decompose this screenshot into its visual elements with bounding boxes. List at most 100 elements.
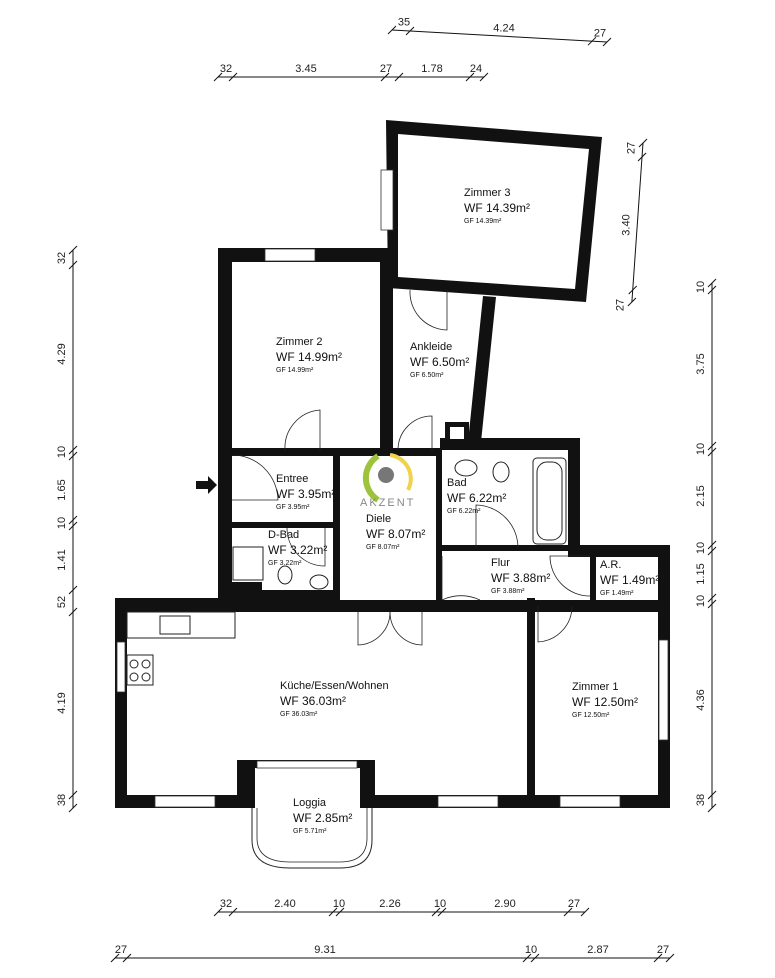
- room-wf-area: WF 2.85m²: [293, 811, 352, 825]
- windows: [116, 169, 669, 808]
- dimension-tick: [68, 445, 78, 455]
- dimension-label: 4.19: [56, 692, 68, 713]
- room-name: Diele: [366, 513, 391, 525]
- room-wf-area: WF 12.50m²: [572, 695, 638, 709]
- dimension-tick: [707, 593, 717, 603]
- dimension-label: 1.65: [56, 479, 68, 500]
- room-gf-area: GF 6.22m²: [447, 508, 481, 515]
- dimension-tick: [602, 37, 612, 47]
- room-gf-area: GF 8.07m²: [366, 544, 400, 551]
- dimension-right_diagonal: 27 3.40 27: [615, 138, 648, 311]
- dimension-label: 3.45: [295, 63, 316, 75]
- dimension-tick: [707, 441, 717, 451]
- dimension-tick: [405, 26, 415, 36]
- room-gf-area: GF 3.95m²: [276, 504, 310, 511]
- dimension-label: 2.90: [494, 898, 515, 910]
- dimension-tick: [665, 953, 675, 963]
- toilet-icon: [492, 461, 510, 483]
- room-wf-area: WF 14.99m²: [276, 350, 342, 364]
- dimension-label: 2.40: [274, 898, 295, 910]
- washbasin-icon: [454, 459, 478, 477]
- door-kueche-right: [389, 611, 423, 646]
- room-gf-area: GF 3.88m²: [491, 588, 525, 595]
- room-gf-area: GF 5.71m²: [293, 828, 327, 835]
- dimension-label: 27: [594, 28, 606, 40]
- dimension-tick: [68, 515, 78, 525]
- dimension-label: 2.15: [695, 485, 707, 506]
- dimension-tick: [637, 152, 647, 162]
- dimension-label: 32: [220, 63, 232, 75]
- room-wf-area: WF 3.22m²: [268, 543, 327, 557]
- room-gf-area: GF 36.03m²: [280, 711, 318, 718]
- dimension-tick: [627, 297, 637, 307]
- dimension-label: 27: [657, 944, 669, 956]
- room-wf-area: WF 3.95m²: [276, 487, 335, 501]
- dimension-tick: [110, 953, 120, 963]
- door-ar: [549, 555, 591, 597]
- dimension-label: 10: [56, 517, 68, 529]
- dbad-washbasin-icon: [309, 574, 329, 590]
- dimension-label: 32: [56, 252, 68, 264]
- room-wf-area: WF 36.03m²: [280, 694, 346, 708]
- loggia-balustrade: [251, 808, 373, 869]
- dimension-tick: [707, 790, 717, 800]
- dimension-label: 1.78: [421, 63, 442, 75]
- dimension-tick: [707, 447, 717, 457]
- door-dbad: [286, 527, 326, 567]
- dimension-tick: [380, 72, 390, 82]
- dimension-label: 3.40: [620, 214, 632, 235]
- room-gf-area: GF 6.50m²: [410, 372, 444, 379]
- room-name: Zimmer 3: [464, 187, 510, 199]
- logo-text: AKZENT: [360, 497, 415, 509]
- dimension-tick: [479, 72, 489, 82]
- dimension-tick: [68, 521, 78, 531]
- dimension-label: 10: [695, 595, 707, 607]
- room-gf-area: GF 1.49m²: [600, 590, 634, 597]
- doors: [196, 289, 591, 646]
- dimension-tick: [213, 907, 223, 917]
- dimension-label: 27: [615, 299, 627, 311]
- room-wf-area: WF 6.22m²: [447, 491, 506, 505]
- room-name: Zimmer 1: [572, 681, 618, 693]
- dimension-tick: [530, 953, 540, 963]
- dimension-tick: [431, 907, 441, 917]
- dimension-tick: [707, 803, 717, 813]
- stove-icon: [126, 654, 154, 686]
- room-wf-area: WF 8.07m²: [366, 527, 425, 541]
- dimension-label: 4.29: [56, 343, 68, 364]
- dimension-tick: [638, 138, 648, 148]
- room-diele: Diele WF 8.07m² GF 8.07m²: [366, 513, 425, 551]
- dimension-tick: [394, 72, 404, 82]
- dimension-tick: [328, 907, 338, 917]
- dimension-label: 27: [626, 142, 638, 154]
- dimension-tick: [68, 803, 78, 813]
- dbad-toilet-icon: [277, 565, 293, 585]
- dimension-label: 35: [398, 17, 410, 29]
- door-entree: [231, 454, 279, 501]
- dimension-label: 2.26: [379, 898, 400, 910]
- dimension-tick: [68, 607, 78, 617]
- dimension-tick: [707, 599, 717, 609]
- dimension-label: 27: [380, 63, 392, 75]
- dimension-label: 10: [695, 281, 707, 293]
- door-bad: [475, 504, 519, 549]
- dimension-tick: [228, 72, 238, 82]
- dimension-label: 3.75: [695, 353, 707, 374]
- dimension-label: 10: [434, 898, 446, 910]
- dimension-tick: [522, 953, 532, 963]
- dimension-tick: [707, 278, 717, 288]
- door-zimmer2: [284, 409, 321, 451]
- dimension-tick: [707, 285, 717, 295]
- room-name: Zimmer 2: [276, 336, 322, 348]
